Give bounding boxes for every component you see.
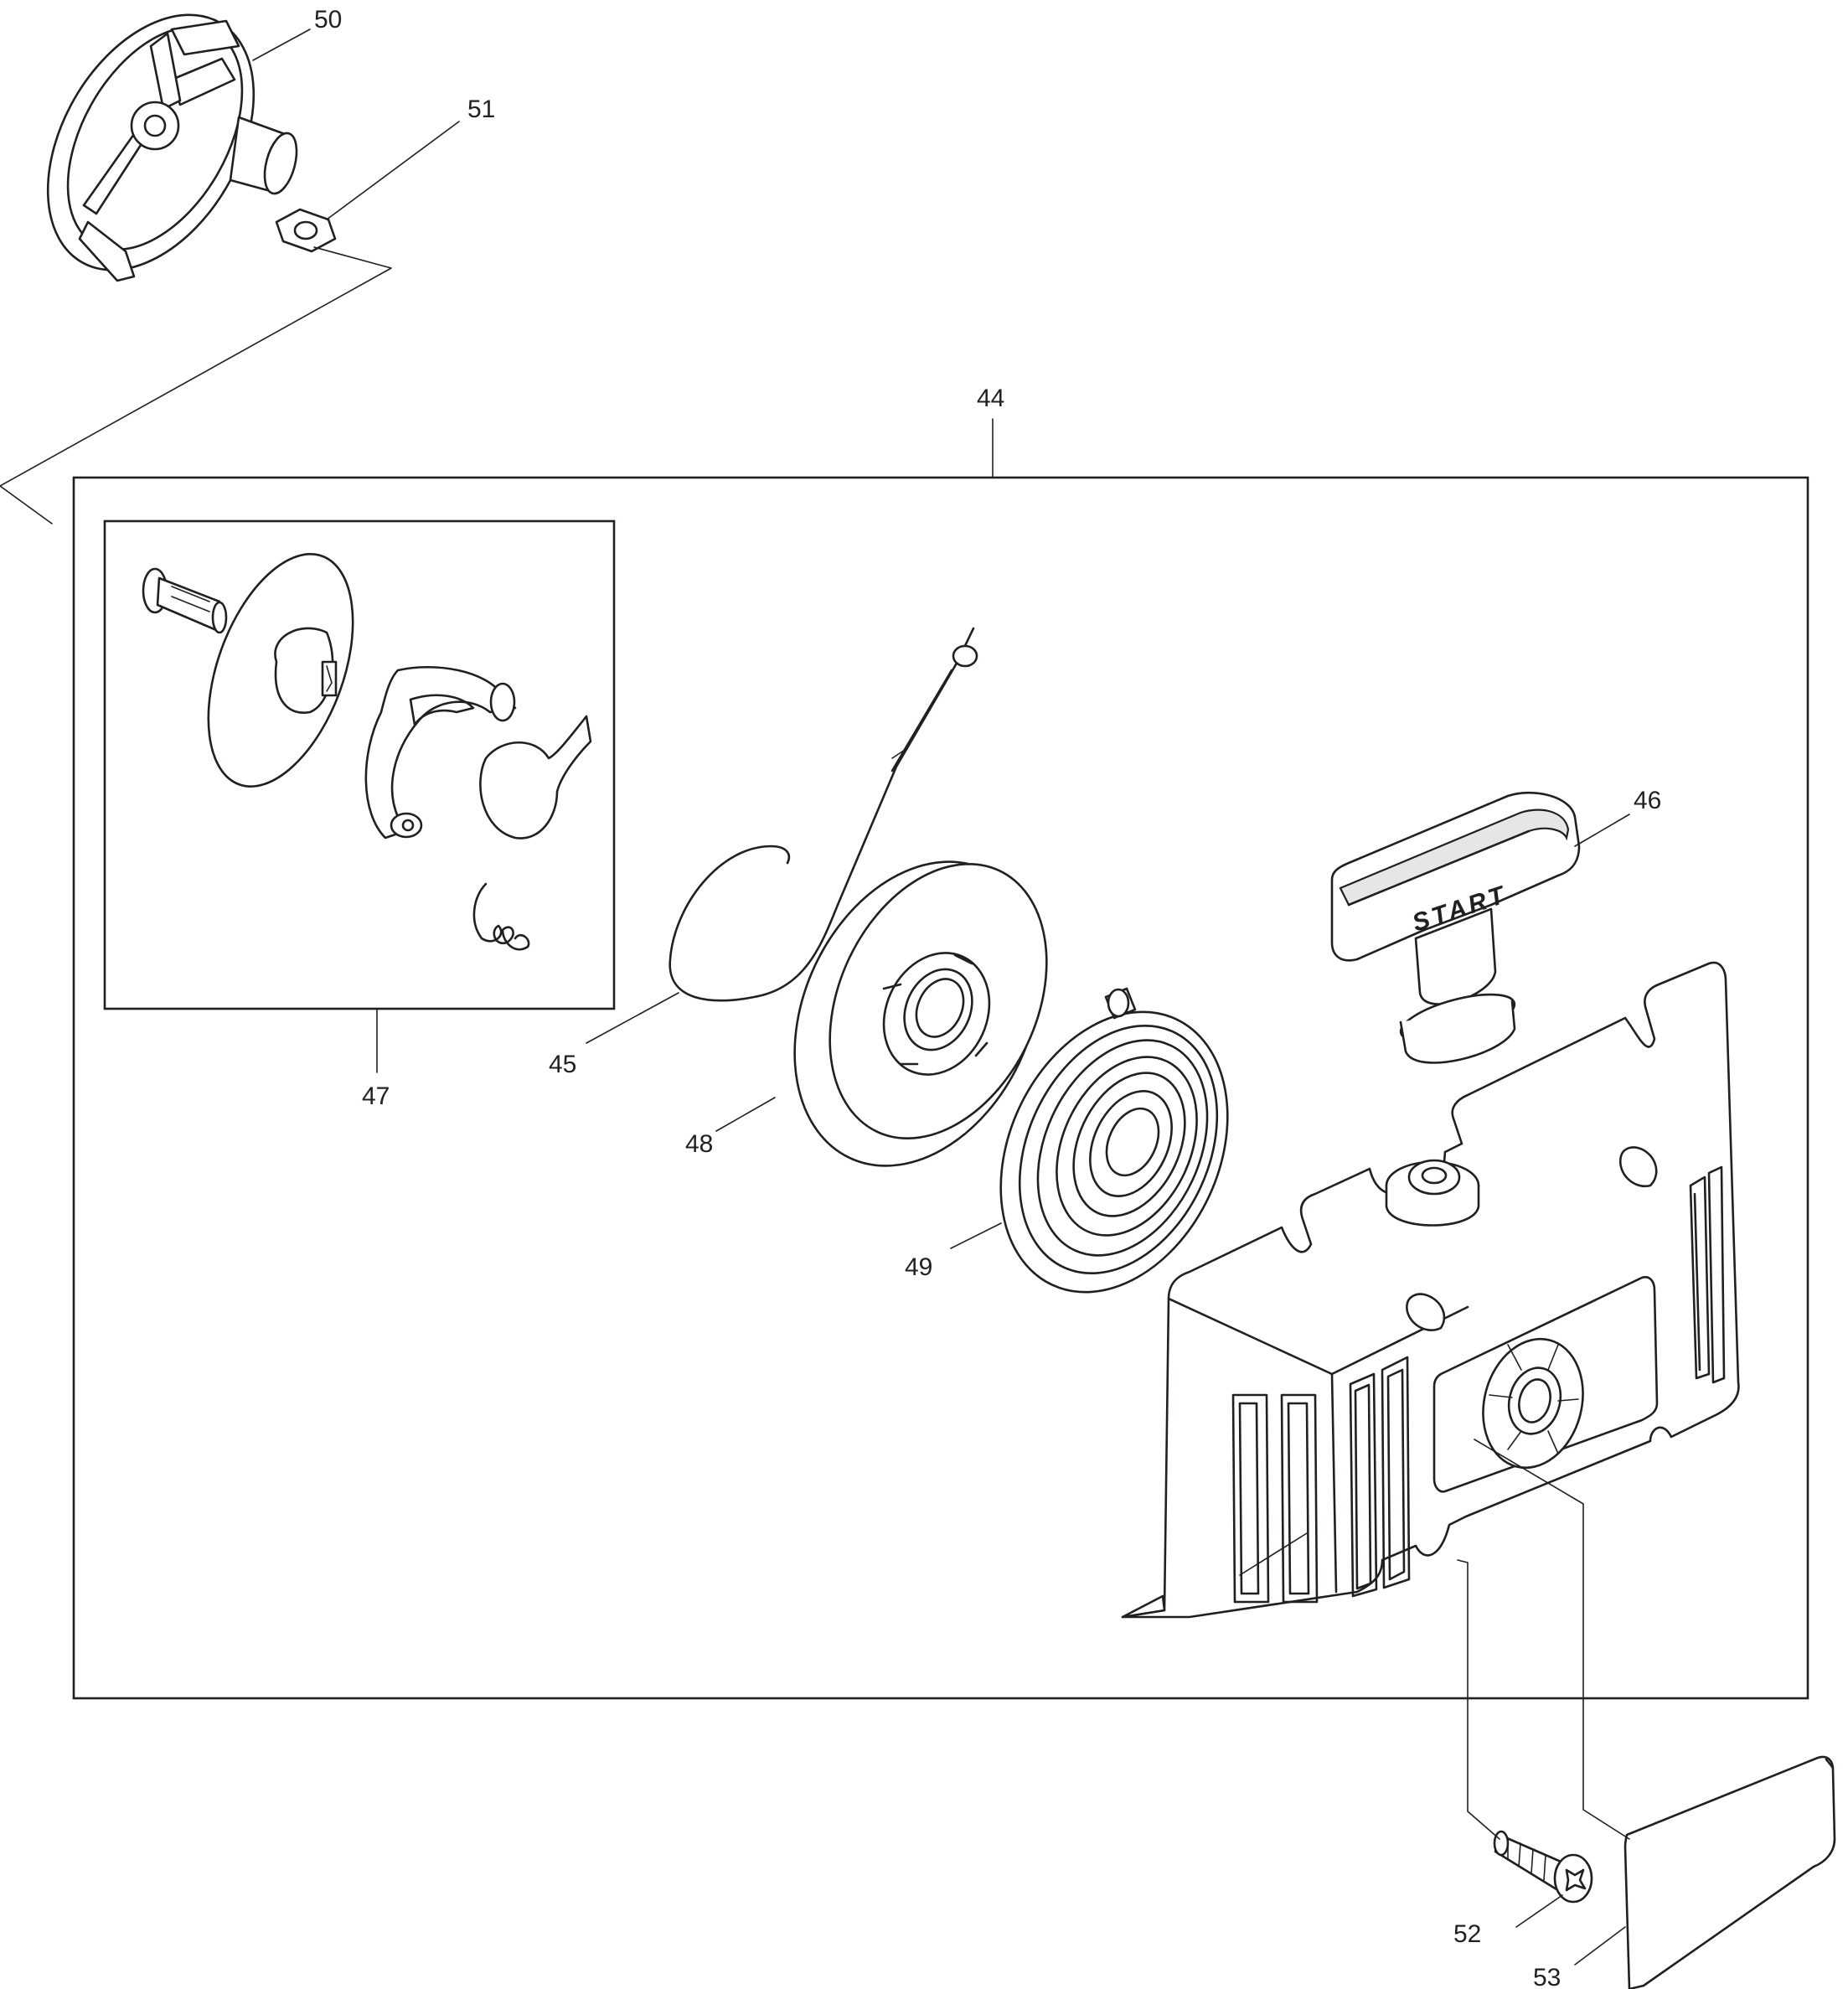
assembly-47-outline <box>103 519 616 1010</box>
callout-52: 52 <box>1453 1920 1481 1948</box>
part-48-rope-reel <box>793 860 1048 1167</box>
part-50-starter-pulley <box>46 13 298 282</box>
part-47-pawl <box>364 665 517 840</box>
part-52-screw <box>1493 1830 1593 1904</box>
part-47-guide <box>479 715 592 840</box>
assembly-44-outline <box>72 476 1809 1700</box>
callout-50: 50 <box>314 6 342 34</box>
callout-49: 49 <box>905 1253 932 1281</box>
part-47-spring <box>472 882 530 951</box>
housing-vent-disk <box>1482 1337 1584 1470</box>
callout-47: 47 <box>362 1082 390 1110</box>
part-47-plate <box>207 553 354 788</box>
callout-48: 48 <box>685 1130 713 1158</box>
callout-51: 51 <box>467 96 495 123</box>
part-51-hex-nut <box>275 208 337 253</box>
callout-44: 44 <box>977 385 1004 412</box>
part-47-screw <box>142 567 228 634</box>
starter-housing <box>1121 961 1740 1619</box>
callout-45: 45 <box>549 1051 576 1078</box>
part-53-label-plate <box>1623 1755 1836 1989</box>
callout-46: 46 <box>1634 787 1661 814</box>
part-45-starter-rope <box>668 627 978 1002</box>
callout-53: 53 <box>1533 1964 1561 1989</box>
part-49-recoil-spring <box>999 987 1229 1294</box>
part-46-starter-handle: START <box>1330 791 1581 1064</box>
